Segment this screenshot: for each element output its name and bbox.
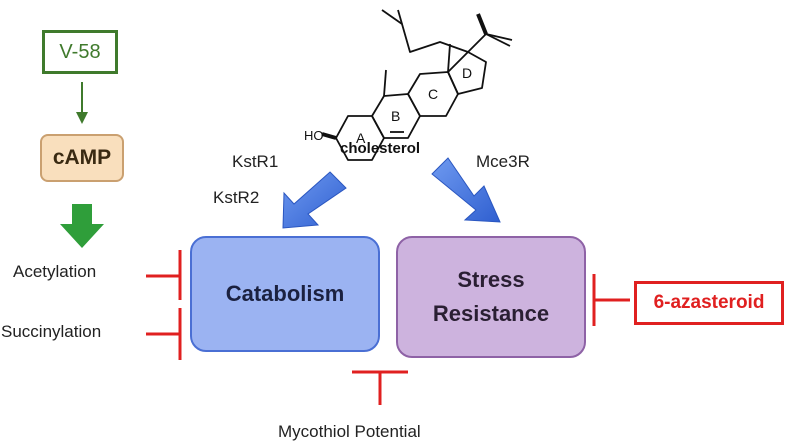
azasteroid-box: 6-azasteroid: [634, 281, 784, 325]
stress-label: Stress: [457, 267, 525, 292]
mycothiol-label: Mycothiol Potential: [278, 422, 421, 441]
v58-to-camp-arrow: [76, 82, 88, 124]
cholesterol-structure: [321, 9, 513, 161]
succinylation-inhibition: [146, 308, 182, 360]
azasteroid-label: 6-azasteroid: [653, 292, 765, 313]
kstr1-label: KstR1: [232, 152, 279, 171]
catabolism-label: Catabolism: [225, 281, 345, 306]
ring-label-a: A: [356, 130, 366, 146]
resistance-label: Resistance: [432, 301, 550, 326]
kstr-to-catabolism-arrow: [282, 171, 347, 229]
ring-label-d: D: [462, 65, 473, 81]
succinylation-label: Succinylation: [1, 322, 102, 341]
camp-label: cAMP: [52, 146, 112, 169]
catabolism-box: Catabolism: [190, 236, 380, 352]
kstr2-label: KstR2: [213, 188, 260, 207]
stress-resistance-box: Stress Resistance: [396, 236, 586, 358]
ring-label-c: C: [428, 86, 439, 102]
camp-to-inhibitors-arrow: [60, 204, 104, 248]
ring-label-b: B: [391, 108, 401, 124]
camp-box: cAMP: [40, 134, 124, 182]
azasteroid-inhibition: [592, 274, 630, 326]
acetylation-inhibition: [146, 250, 182, 300]
v58-label: V-58: [59, 40, 101, 63]
cholesterol-label: cholesterol: [340, 140, 421, 157]
mce3r-to-stress-arrow: [431, 157, 501, 223]
hydroxyl-label: HO: [304, 128, 324, 143]
mycothiol-inhibition: [352, 370, 408, 405]
mce3r-label: Mce3R: [476, 152, 530, 171]
acetylation-label: Acetylation: [13, 262, 97, 281]
v58-box: V-58: [42, 30, 118, 74]
